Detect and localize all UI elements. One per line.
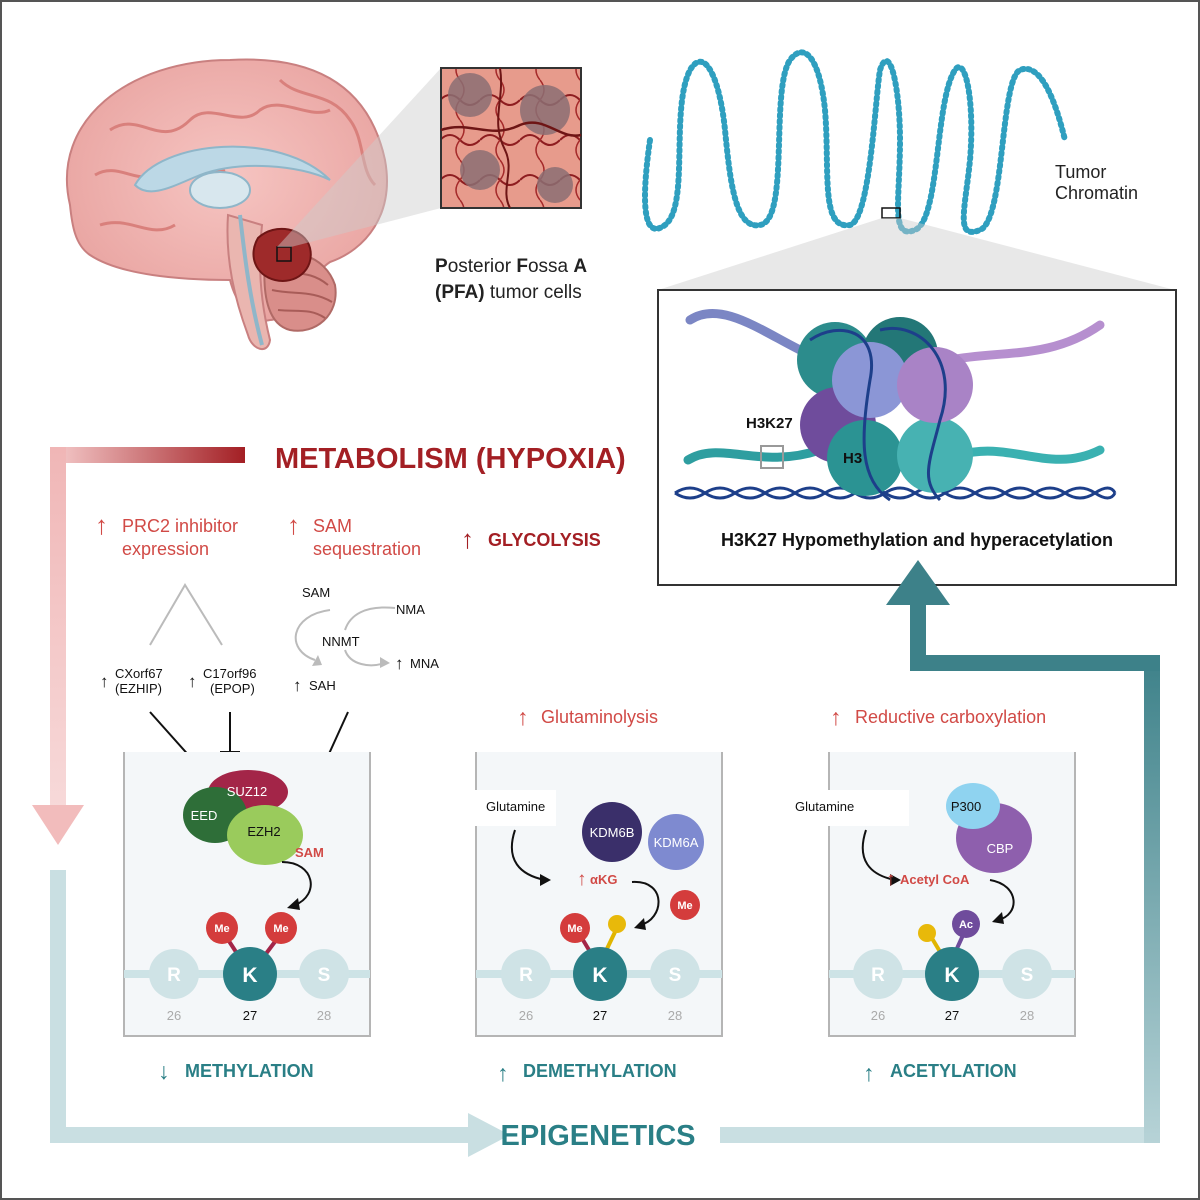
nnmt-sam: SAM <box>302 585 330 600</box>
residue-27-2: 27 <box>593 1008 607 1023</box>
kdm6b-label: KDM6B <box>590 825 635 840</box>
glycolysis-label: GLYCOLYSIS <box>488 530 601 550</box>
tumor-tissue-closeup <box>440 67 582 209</box>
tumor-chromatin-label-2: Chromatin <box>1055 183 1138 203</box>
glutamine-label-2: Glutamine <box>795 799 854 814</box>
nnmt-cycle <box>294 606 396 668</box>
acetylation-label: ACETYLATION <box>890 1061 1017 1081</box>
epop-label: (EPOP) <box>210 681 255 696</box>
c17orf96-arrow: ↑ <box>188 672 197 691</box>
akg-up-arrow: ↑ <box>577 869 587 890</box>
me-free-group: Me <box>677 900 692 912</box>
glutaminolysis-arrow: ↑ <box>517 704 529 730</box>
sam-seq-label-1: SAM <box>313 516 352 536</box>
pfa-label-line2: (PFA) tumor cells <box>435 282 582 303</box>
residue-26: 26 <box>167 1008 181 1023</box>
residue-28-3: 28 <box>1020 1008 1034 1023</box>
residue-s-2: S <box>669 965 682 986</box>
residue-s-3: S <box>1021 965 1034 986</box>
methylation-label: METHYLATION <box>185 1061 314 1081</box>
me-group-2: Me <box>273 923 288 935</box>
reductive-label: Reductive carboxylation <box>855 707 1046 727</box>
residue-26-3: 26 <box>871 1008 885 1023</box>
demethylation-arrow: ↑ <box>497 1060 509 1086</box>
ac-group: Ac <box>959 919 973 931</box>
acetylation-arrow: ↑ <box>863 1060 875 1086</box>
metabolism-title: METABOLISM (HYPOXIA) <box>275 443 626 475</box>
nucleosome-caption: H3K27 Hypomethylation and hyperacetylati… <box>721 530 1113 550</box>
residue-k-2: K <box>592 964 607 987</box>
cxorf67-arrow: ↑ <box>100 672 109 691</box>
p300-label: P300 <box>951 799 981 814</box>
prc2-label-1: PRC2 inhibitor <box>122 516 238 536</box>
residue-r: R <box>167 965 181 986</box>
prc2-branch-lines <box>149 583 223 646</box>
eed-label: EED <box>191 808 218 823</box>
tumor-chromatin-label-1: Tumor <box>1055 162 1106 182</box>
residue-26-2: 26 <box>519 1008 533 1023</box>
akg-label: αKG <box>590 872 618 887</box>
sam-seq-label-2: sequestration <box>313 539 421 559</box>
cbp-label: CBP <box>987 841 1014 856</box>
acetylation-panel <box>819 752 1076 1037</box>
tumor-chromatin-fiber <box>642 49 1068 235</box>
residue-k: K <box>242 964 257 987</box>
prc2-label-2: expression <box>122 539 209 559</box>
suz12-label: SUZ12 <box>227 784 267 799</box>
acetyl-coa-label: Acetyl CoA <box>900 872 970 887</box>
residue-k-3: K <box>944 964 959 987</box>
chromatin-zoom-box <box>881 207 901 219</box>
c17orf96-label: C17orf96 <box>203 666 256 681</box>
nnmt-sah: SAH <box>309 678 336 693</box>
methylation-arrow: ↓ <box>158 1058 170 1084</box>
residue-r-3: R <box>871 965 885 986</box>
residue-s: S <box>318 965 331 986</box>
nnmt-nma: NMA <box>396 602 425 617</box>
sam-methyl-donor: SAM <box>295 845 324 860</box>
residue-28: 28 <box>317 1008 331 1023</box>
residue-28-2: 28 <box>668 1008 682 1023</box>
pfa-label-line1: Posterior Fossa A <box>435 256 587 277</box>
epigenetics-arrow <box>50 560 1160 1157</box>
residue-27-3: 27 <box>945 1008 959 1023</box>
ezhip-label: (EZHIP) <box>115 681 162 696</box>
me-group-1: Me <box>214 923 229 935</box>
zoom-cone-chromatin <box>658 218 1175 290</box>
h3k27-tag: H3K27 <box>746 415 793 432</box>
prc2-up-arrow: ↑ <box>95 510 108 540</box>
acetylcoa-up-arrow: ↑ <box>886 869 896 890</box>
demethylation-label: DEMETHYLATION <box>523 1061 677 1081</box>
brain-illustration <box>65 58 388 350</box>
cxorf67-label: CXorf67 <box>115 666 163 681</box>
residue-27: 27 <box>243 1008 257 1023</box>
methylation-panel <box>123 752 371 1037</box>
nucleosome-illustration <box>674 308 1117 502</box>
epigenetics-title: EPIGENETICS <box>501 1120 696 1152</box>
sam-up-arrow: ↑ <box>287 510 300 540</box>
nnmt-sah-arrow: ↑ <box>293 676 302 695</box>
nnmt-mna-arrow: ↑ <box>395 654 404 673</box>
demethylation-panel <box>466 752 723 1037</box>
nnmt-mna: MNA <box>410 656 439 671</box>
nnmt-enzyme: NNMT <box>322 634 360 649</box>
residue-r-2: R <box>519 965 533 986</box>
metabolism-arrow <box>32 447 245 845</box>
me-group-demeth: Me <box>567 923 582 935</box>
glutaminolysis-label: Glutaminolysis <box>541 707 658 727</box>
kdm6a-label: KDM6A <box>654 835 699 850</box>
ezh2-label: EZH2 <box>247 824 280 839</box>
reductive-arrow: ↑ <box>830 704 842 730</box>
h3-tag: H3 <box>843 450 862 467</box>
glutamine-label-1: Glutamine <box>486 799 545 814</box>
glycolysis-up-arrow: ↑ <box>461 524 474 554</box>
zoom-cone-brain <box>277 68 441 247</box>
